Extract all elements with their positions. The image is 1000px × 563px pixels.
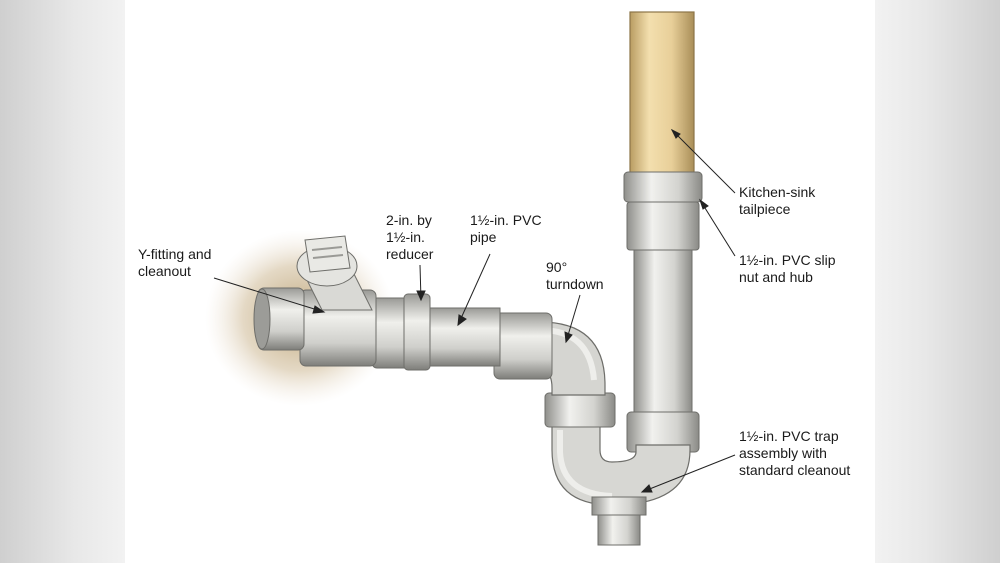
label-turndown: 90° turndown	[546, 259, 604, 293]
left-blur-border	[0, 0, 125, 563]
trap-u-bend	[551, 419, 691, 506]
label-pvc-pipe-line-2: pipe	[470, 229, 497, 245]
label-trap-line-1: 1½-in. PVC trap	[739, 428, 839, 444]
label-slip-nut: 1½-in. PVC slip nut and hub	[739, 252, 835, 286]
leader-pvc-pipe	[457, 253, 491, 326]
label-reducer-line-3: reducer	[386, 246, 434, 262]
label-reducer-line-2: 1½-in.	[386, 229, 425, 245]
label-slip-nut-line-2: nut and hub	[739, 269, 813, 285]
label-y-fitting-line-1: Y-fitting and	[138, 246, 212, 262]
label-slip-nut-line-1: 1½-in. PVC slip	[739, 252, 836, 268]
label-turndown-line-1: 90°	[546, 259, 568, 275]
slip-nut	[623, 171, 703, 203]
tailpiece-pipe	[629, 11, 695, 183]
label-tailpiece-line-1: Kitchen-sink	[739, 184, 816, 200]
label-reducer: 2-in. by 1½-in. reducer	[386, 212, 433, 263]
wall-stub-end	[253, 288, 271, 350]
right-blur-border	[875, 0, 1000, 563]
leader-slip-nut	[699, 199, 736, 257]
cleanout-plug-head	[304, 235, 351, 273]
elbow-hub	[493, 312, 553, 380]
trap-cleanout-plug	[597, 514, 641, 546]
label-y-fitting: Y-fitting and cleanout	[138, 246, 211, 280]
trap-left-hub	[544, 392, 616, 428]
leader-y-fitting	[213, 277, 325, 313]
label-reducer-line-1: 2-in. by	[386, 212, 432, 228]
label-trap: 1½-in. PVC trap assembly with standard c…	[739, 428, 850, 479]
label-pvc-pipe: 1½-in. PVC pipe	[470, 212, 542, 246]
label-trap-line-3: standard cleanout	[739, 462, 851, 478]
vertical-pvc-pipe	[633, 249, 693, 426]
label-y-fitting-line-2: cleanout	[138, 263, 191, 279]
label-turndown-line-2: turndown	[546, 276, 604, 292]
leader-trap	[641, 454, 736, 493]
slip-hub	[626, 201, 700, 251]
label-trap-line-2: assembly with	[739, 445, 827, 461]
label-pvc-pipe-line-1: 1½-in. PVC	[470, 212, 542, 228]
label-tailpiece: Kitchen-sink tailpiece	[739, 184, 815, 218]
reducer-ring	[403, 293, 431, 371]
leader-tailpiece	[671, 129, 736, 194]
trap-cleanout-nut	[591, 496, 647, 516]
label-tailpiece-line-2: tailpiece	[739, 201, 791, 217]
